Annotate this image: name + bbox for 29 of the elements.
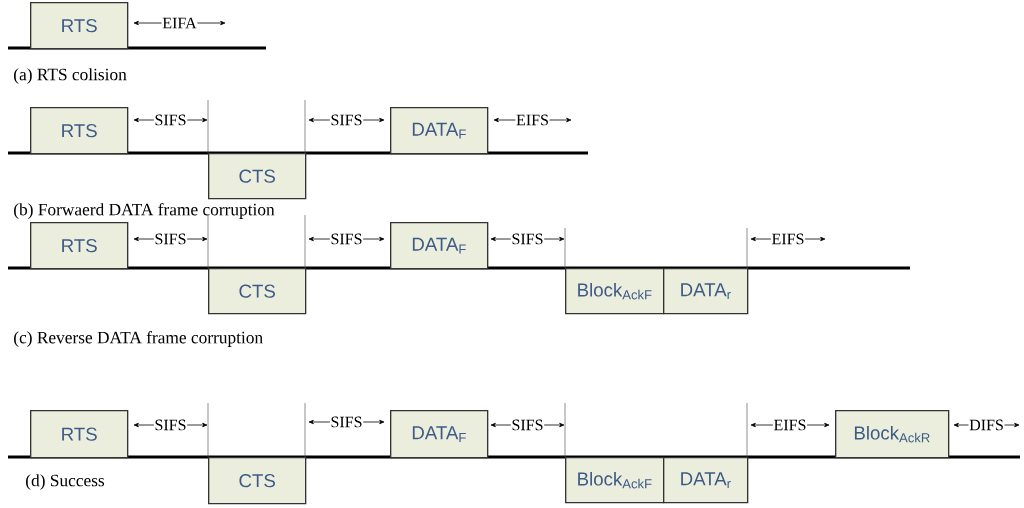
frame-box: RTS [30, 222, 129, 270]
interval-label: SIFS [329, 415, 364, 429]
interval-label: SIFS [153, 232, 188, 246]
interval-label: EIFS [772, 418, 808, 432]
interval-label: SIFS [329, 113, 364, 127]
interval-label: SIFS [153, 418, 188, 432]
frame-box: Block$_{AckF}$ [565, 268, 665, 315]
caption: (b) Forwaerd DATA frame corruption [14, 203, 275, 219]
interval-label: EIFS [515, 113, 550, 127]
frame-box: Block$_{AckF}$ [565, 457, 665, 504]
frame-box: DATA$_{F}$ [390, 410, 489, 459]
frame-box: DATA$_{F}$ [390, 222, 489, 270]
interval-label: EIFS [770, 232, 806, 246]
interval-label: SIFS [510, 232, 545, 246]
frame-box: CTS [208, 153, 307, 200]
frame-box: DATA$_{r}$ [663, 457, 749, 504]
frame-box: DATA$_{r}$ [663, 268, 749, 315]
frame-box: RTS [30, 107, 129, 155]
interval-label: DIFS [968, 418, 1005, 432]
interval-label: SIFS [329, 232, 364, 246]
interval-label: SIFS [510, 418, 545, 432]
caption: (a) RTS colision [14, 68, 127, 84]
interval-label: SIFS [153, 113, 188, 127]
frame-box: Block$_{AckR}$ [835, 410, 950, 459]
frame-box: DATA$_{F}$ [390, 107, 489, 155]
frame-box: CTS [208, 457, 307, 505]
frame-box: CTS [208, 268, 307, 315]
frame-box: RTS [30, 410, 129, 459]
frame-box: RTS [30, 2, 129, 50]
